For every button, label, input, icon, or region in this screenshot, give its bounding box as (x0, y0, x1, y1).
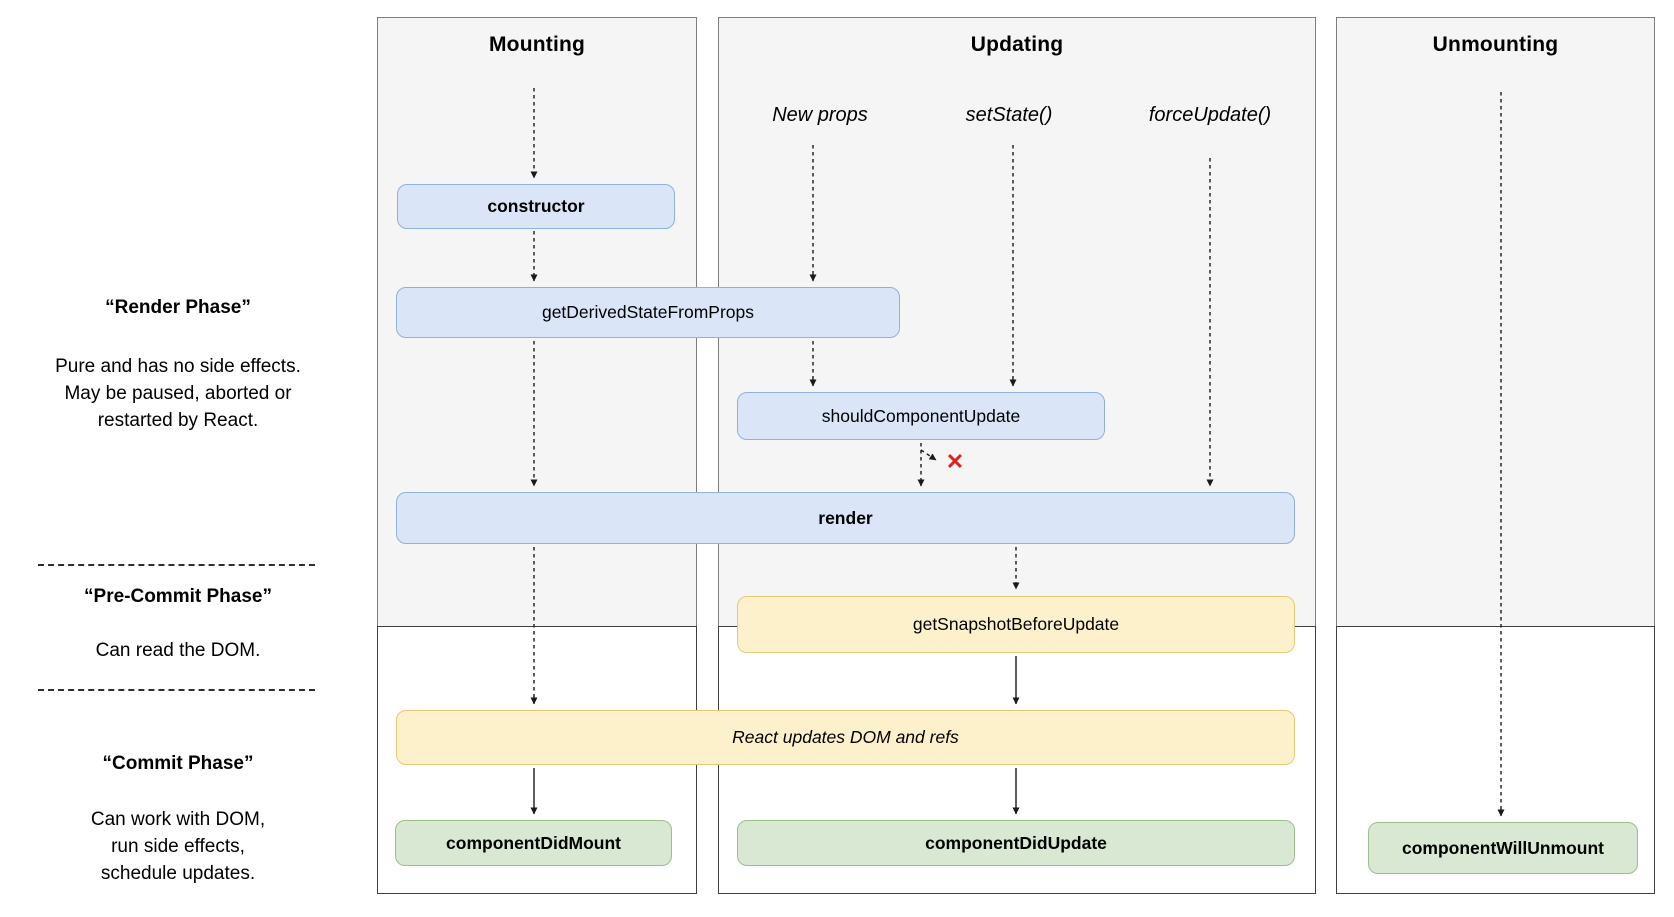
column-title-updating: Updating (970, 33, 1064, 56)
commit-phase-title: “Commit Phase” (102, 753, 254, 774)
trigger-new-props: New props (772, 104, 868, 126)
method-box-component-will-unmount: componentWillUnmount (1368, 822, 1638, 874)
method-box-component-did-update: componentDidUpdate (737, 820, 1295, 866)
method-box-constructor: constructor (397, 184, 675, 229)
method-box-should-component-update: shouldComponentUpdate (737, 392, 1105, 440)
method-box-get-snapshot-before-update: getSnapshotBeforeUpdate (737, 596, 1295, 653)
abort-x-icon: ✕ (945, 449, 965, 474)
column-title-unmounting: Unmounting (1432, 33, 1559, 56)
commit-phase-description: Can work with DOM, run side effects, sch… (90, 809, 266, 884)
method-box-get-derived-state-from-props: getDerivedStateFromProps (396, 287, 900, 338)
pre-commit-phase-title: “Pre-Commit Phase” (84, 586, 272, 607)
method-box-render: render (396, 492, 1295, 544)
column-title-mounting: Mounting (488, 33, 586, 56)
trigger-set-state: setState() (965, 104, 1053, 126)
render-phase-title: “Render Phase” (105, 297, 251, 318)
pre-commit-phase-description: Can read the DOM. (95, 640, 261, 661)
phase-separator-top (38, 564, 315, 566)
step-box-react-updates-dom: React updates DOM and refs (396, 710, 1295, 765)
trigger-force-update: forceUpdate() (1148, 104, 1272, 126)
arrow-scu-abort-branch (920, 449, 937, 461)
method-box-component-did-mount: componentDidMount (395, 820, 672, 866)
render-phase-description: Pure and has no side effects. May be pau… (55, 356, 301, 431)
phase-separator-bottom (38, 689, 315, 691)
